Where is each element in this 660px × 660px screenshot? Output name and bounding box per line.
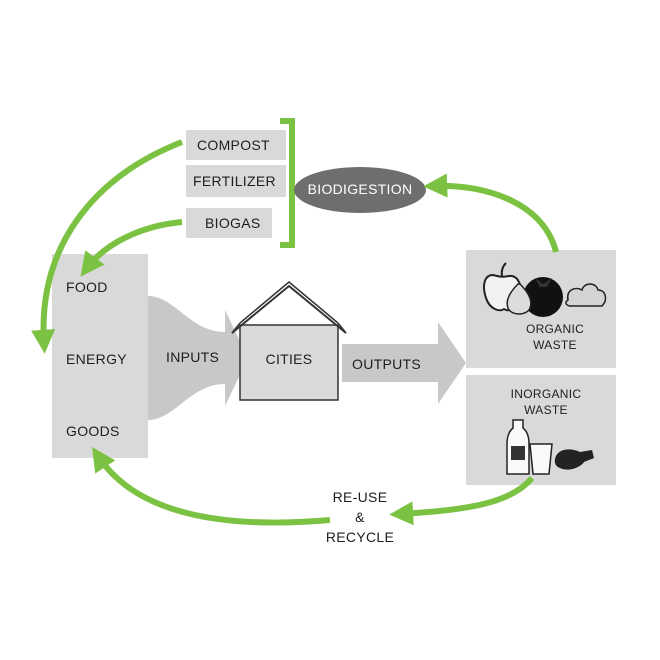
reuse-to-goods-arrow <box>92 446 331 526</box>
inputs-label: INPUTS <box>166 349 220 365</box>
compost-to-energy-arrow <box>31 139 184 354</box>
fertilizer-label: FERTILIZER <box>193 173 276 189</box>
energy-label: ENERGY <box>66 351 127 367</box>
reuse-label: RE-USE <box>332 489 388 505</box>
inorganic-waste-label-2: WASTE <box>524 403 568 417</box>
organic-to-biodigestion-arrow <box>423 173 559 253</box>
outputs-arrow <box>342 322 466 404</box>
biodigestion-label: BIODIGESTION <box>307 181 413 197</box>
glove-icon <box>554 449 594 470</box>
biogas-to-food-arrow <box>80 219 183 277</box>
onion-icon <box>506 283 532 315</box>
green-bracket <box>280 118 295 248</box>
organic-waste-icons <box>483 262 607 317</box>
cities-house-icon <box>231 281 347 401</box>
compost-box <box>186 130 286 160</box>
tomato-icon <box>523 277 563 317</box>
food-label: FOOD <box>66 279 108 295</box>
organic-waste-label-1: ORGANIC <box>525 322 585 336</box>
organic-waste-label-2: WASTE <box>533 338 577 352</box>
inorganic-waste-icons <box>506 419 594 475</box>
biogas-label: BIOGAS <box>205 215 261 231</box>
inorganic-to-reuse-arrow <box>389 476 535 526</box>
biodigestion-ellipse <box>294 167 426 213</box>
scraps-icon <box>565 283 607 307</box>
biogas-box <box>186 208 272 238</box>
ampersand-label: & <box>355 509 365 525</box>
cup-icon <box>529 443 553 475</box>
inputs-arrow <box>148 296 248 420</box>
goods-label: GOODS <box>66 423 120 439</box>
resources-panel <box>52 254 148 458</box>
compost-label: COMPOST <box>197 137 270 153</box>
outputs-label: OUTPUTS <box>352 356 421 372</box>
fertilizer-box <box>186 165 286 197</box>
cities-label: CITIES <box>265 351 313 367</box>
inorganic-waste-label-1: INORGANIC <box>510 387 582 401</box>
recycle-label: RECYCLE <box>325 529 395 545</box>
